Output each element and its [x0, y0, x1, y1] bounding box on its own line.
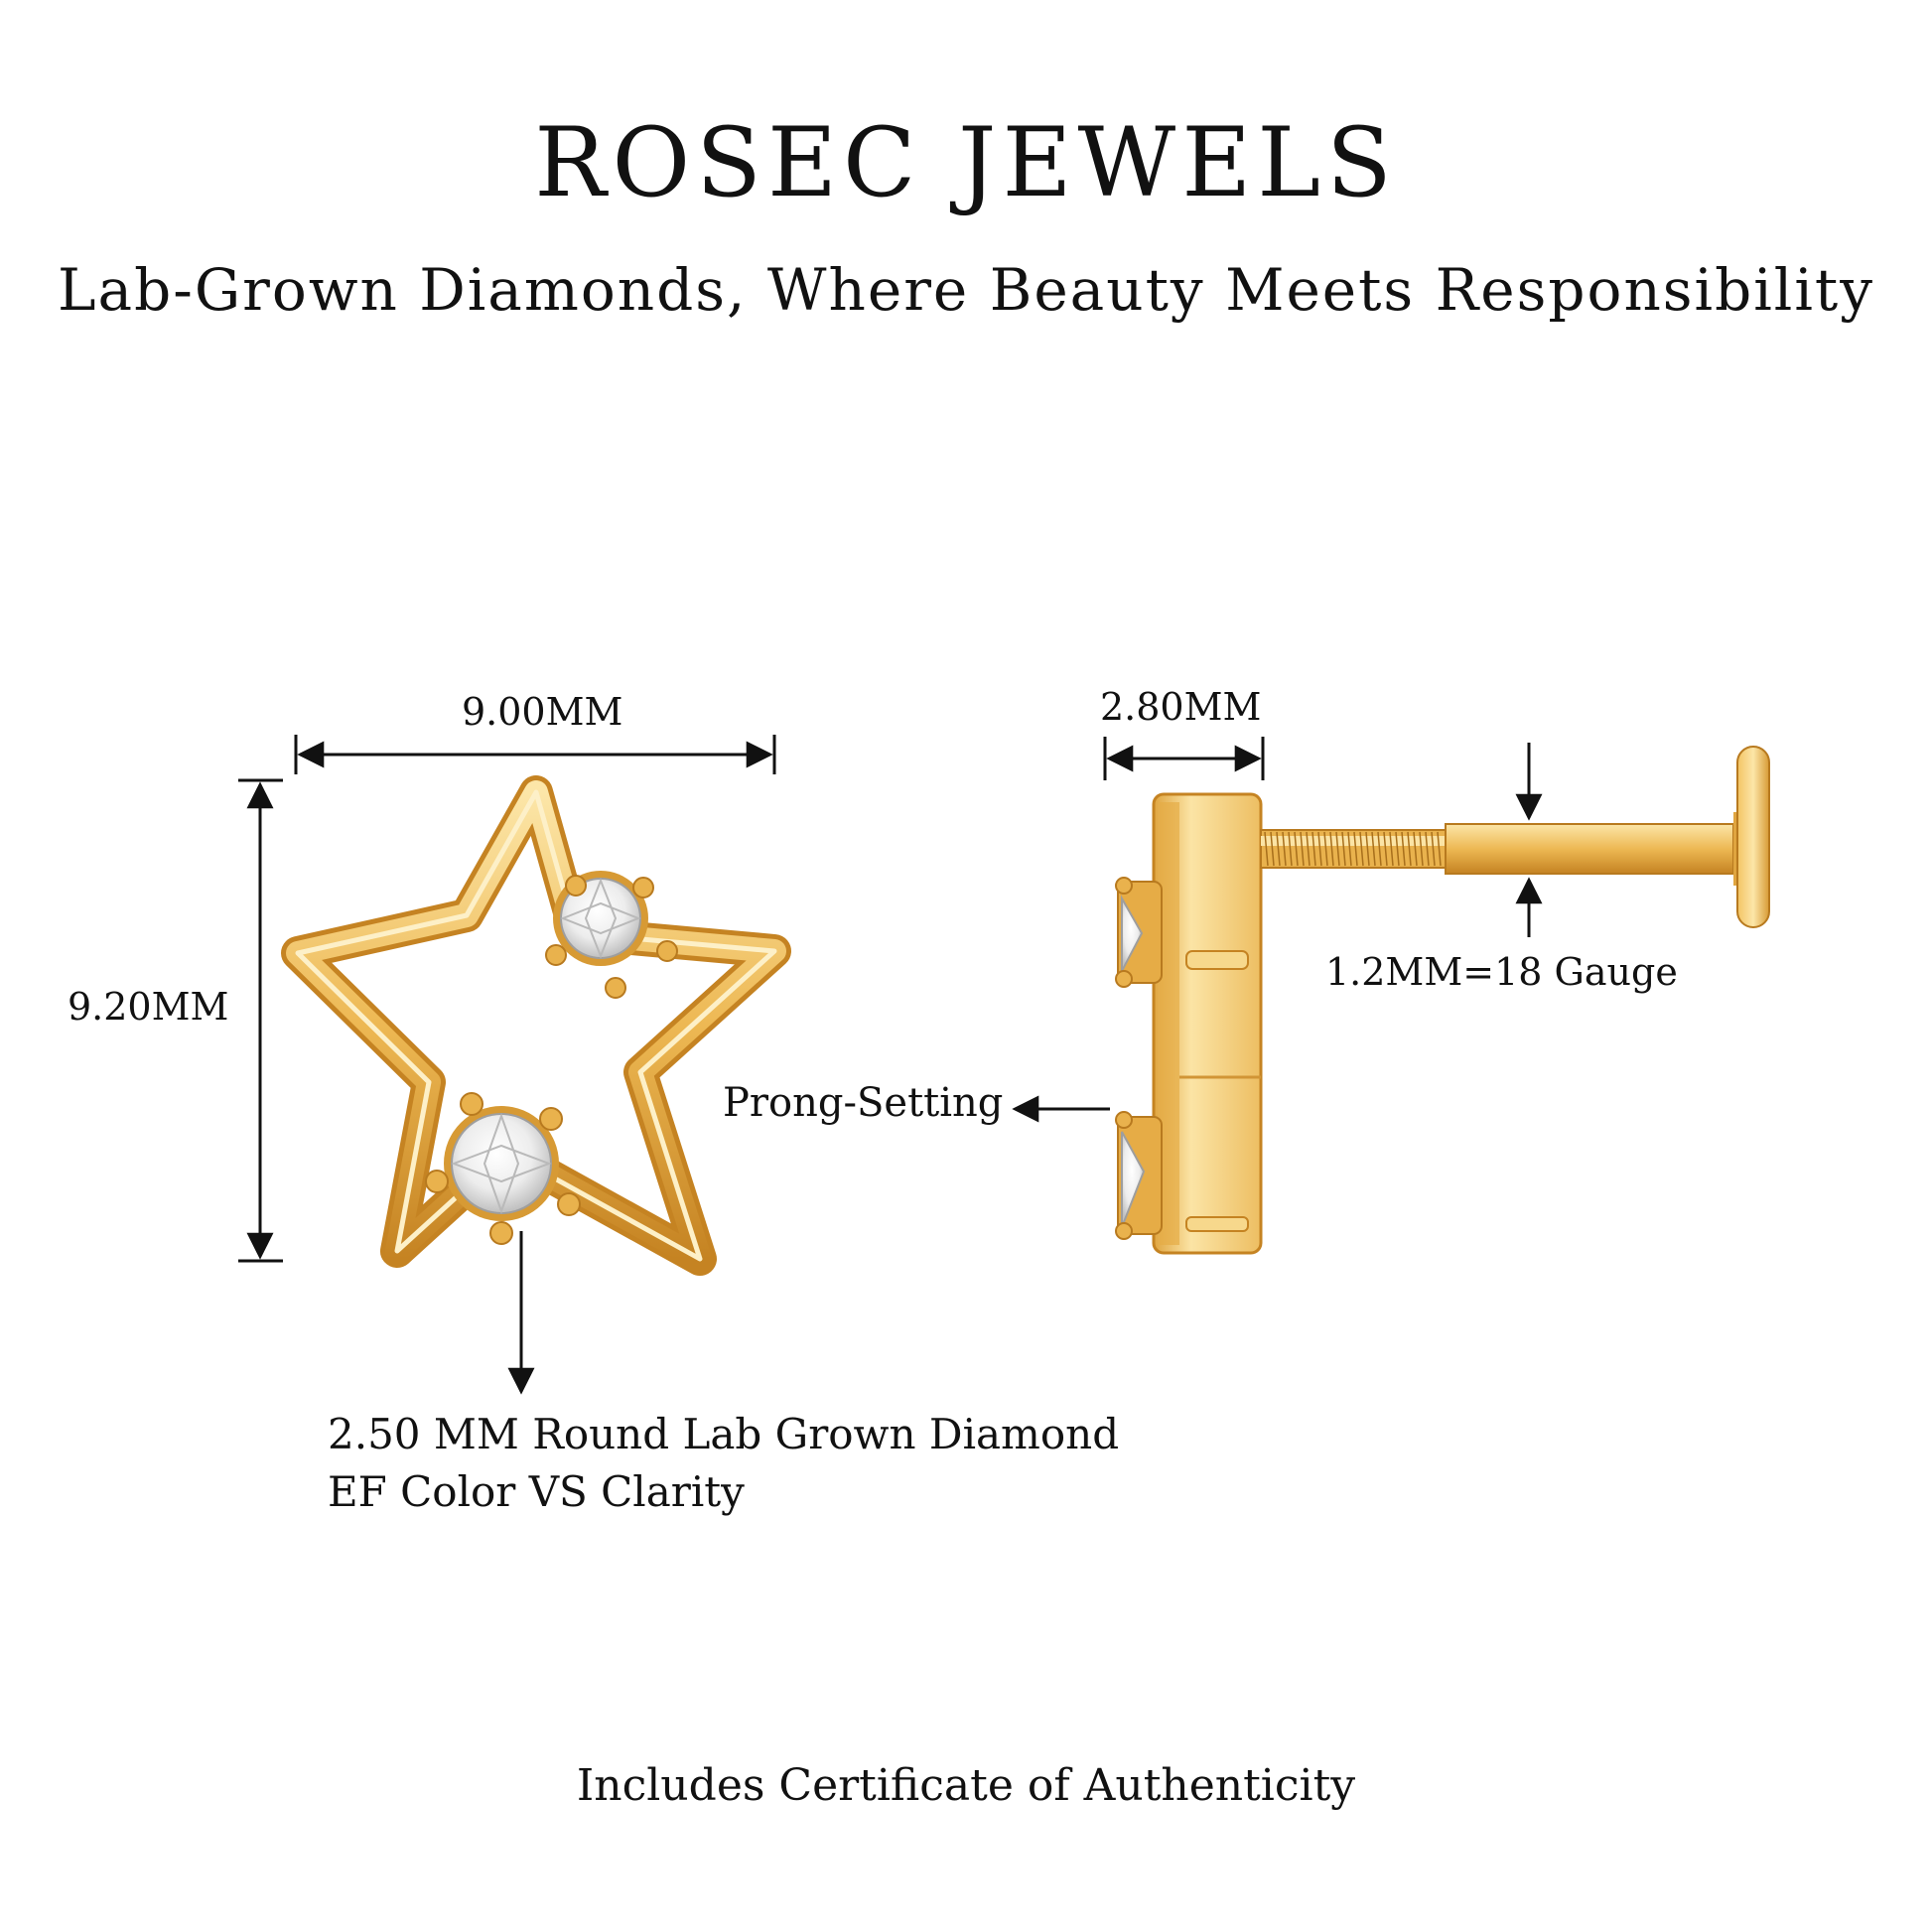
stone-spec-line2: EF Color VS Clarity — [328, 1467, 745, 1516]
thread-groove — [1419, 831, 1424, 867]
thread-groove — [1401, 831, 1406, 867]
thread-groove — [1323, 831, 1328, 867]
thread-groove — [1437, 831, 1442, 867]
earring-side-view — [1115, 746, 1770, 1255]
prong-setting-label: Prong-Setting — [723, 1080, 1004, 1126]
width-label: 9.00MM — [462, 690, 623, 734]
thread-groove — [1317, 831, 1322, 867]
thickness-dimension-line — [1103, 737, 1265, 780]
thread-groove — [1311, 831, 1316, 867]
thread-groove — [1306, 831, 1311, 867]
thread-groove — [1300, 831, 1305, 867]
thread-groove — [1347, 831, 1352, 867]
thread-groove — [1329, 831, 1334, 867]
thread-groove — [1377, 831, 1382, 867]
side-diamond-upper — [1115, 877, 1163, 988]
thread-groove — [1353, 831, 1358, 867]
thread-groove — [1264, 831, 1269, 867]
thread-groove — [1341, 831, 1346, 867]
thread-groove — [1413, 831, 1418, 867]
star-earring-front-view — [281, 775, 791, 1276]
diamond-upper — [545, 871, 678, 999]
thread-groove — [1335, 831, 1340, 867]
certificate-note: Includes Certificate of Authenticity — [576, 1760, 1356, 1811]
height-dimension-line — [238, 778, 283, 1263]
thread-groove — [1276, 831, 1281, 867]
diamond-lower — [425, 1092, 581, 1245]
thread-groove — [1371, 831, 1376, 867]
thread-groove — [1288, 831, 1293, 867]
labret-bar — [1445, 823, 1734, 875]
thread-groove — [1431, 831, 1436, 867]
tagline: Lab-Grown Diamonds, Where Beauty Meets R… — [58, 256, 1874, 324]
width-dimension-line — [294, 735, 776, 774]
thread-groove — [1425, 831, 1430, 867]
thread-groove — [1282, 831, 1287, 867]
thread-groove — [1383, 831, 1388, 867]
thread-groove — [1407, 831, 1412, 867]
height-label: 9.20MM — [68, 985, 229, 1029]
thread-groove — [1389, 831, 1394, 867]
thickness-label: 2.80MM — [1100, 685, 1262, 729]
thread-groove — [1365, 831, 1370, 867]
brand-title: ROSEC JEWELS — [534, 107, 1398, 218]
thread-groove — [1395, 831, 1400, 867]
thread-groove — [1294, 831, 1299, 867]
thread-groove — [1270, 831, 1275, 867]
thread-groove — [1359, 831, 1364, 867]
stone-spec-line1: 2.50 MM Round Lab Grown Diamond — [328, 1410, 1120, 1458]
labret-disc — [1733, 746, 1770, 928]
gauge-label: 1.2MM=18 Gauge — [1325, 950, 1678, 994]
side-diamond-lower — [1115, 1111, 1163, 1240]
